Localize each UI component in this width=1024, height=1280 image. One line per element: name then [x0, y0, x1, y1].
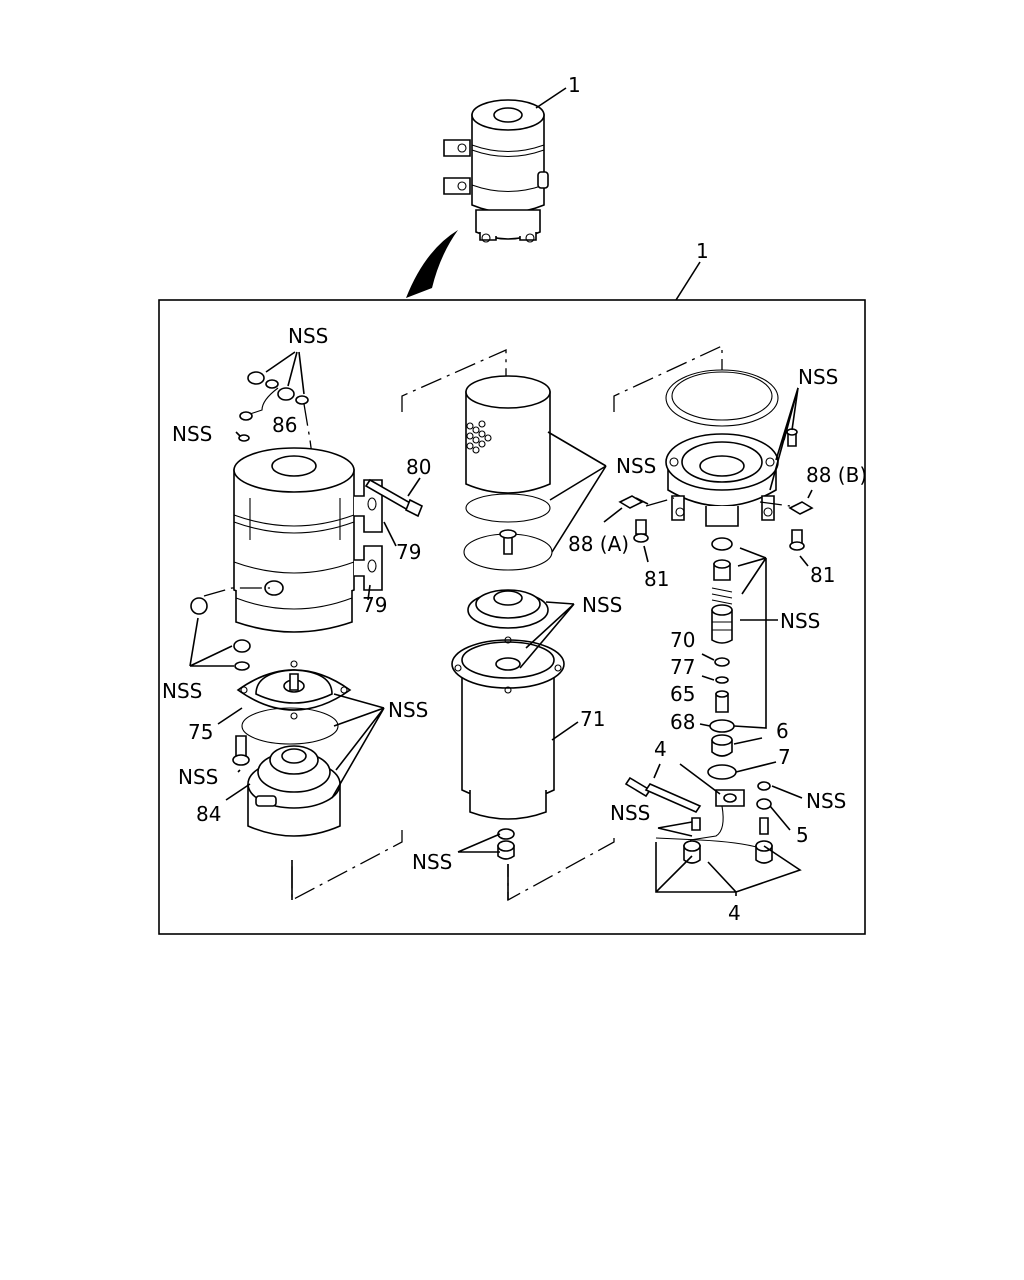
callout-nss-left-mid: NSS — [162, 679, 202, 703]
callout-65: 65 — [670, 682, 695, 706]
callout-68: 68 — [670, 710, 695, 734]
callout-nss-left-cover: NSS — [388, 698, 428, 722]
center-column-parts — [291, 349, 615, 902]
left-column-parts — [189, 351, 424, 837]
callout-1-frame: 1 — [696, 239, 709, 263]
callout-7: 7 — [778, 745, 791, 769]
callout-81-right: 81 — [810, 563, 835, 587]
callout-4-upper: 4 — [654, 737, 667, 761]
callout-75: 75 — [188, 720, 213, 744]
callout-88a: 88 (A) — [568, 532, 629, 556]
callout-1-top: 1 — [568, 73, 581, 97]
callout-nss-center-upper: NSS — [616, 454, 656, 478]
assembled-filter-view — [406, 87, 567, 298]
callout-79-upper: 79 — [396, 540, 421, 564]
callout-nss-left-bolt: NSS — [178, 765, 218, 789]
callout-nss-center-bottom: NSS — [412, 850, 452, 874]
callout-nss-center-mid: NSS — [582, 593, 622, 617]
exploded-view-frame — [158, 299, 866, 935]
callout-81-left: 81 — [644, 567, 669, 591]
callout-nss-left-upper: NSS — [172, 422, 212, 446]
callout-86: 86 — [272, 413, 297, 437]
callout-70: 70 — [670, 628, 695, 652]
callout-77: 77 — [670, 655, 695, 679]
right-column-parts — [603, 344, 814, 896]
callout-4-lower: 4 — [728, 901, 741, 925]
callout-5: 5 — [796, 823, 809, 847]
callout-nss-sensor: NSS — [806, 789, 846, 813]
callout-nss-right-valve: NSS — [780, 609, 820, 633]
callout-88b: 88 (B) — [806, 463, 867, 487]
callout-84: 84 — [196, 802, 221, 826]
callout-79-lower: 79 — [362, 593, 387, 617]
callout-71: 71 — [580, 707, 605, 731]
callout-6: 6 — [776, 719, 789, 743]
callout-nss-right-top: NSS — [798, 365, 838, 389]
filter-mesh — [466, 420, 492, 454]
callout-nss-right-lower: NSS — [610, 801, 650, 825]
callout-nss-top-left: NSS — [288, 324, 328, 348]
frame-leader-1 — [675, 261, 701, 301]
callout-80: 80 — [406, 455, 431, 479]
